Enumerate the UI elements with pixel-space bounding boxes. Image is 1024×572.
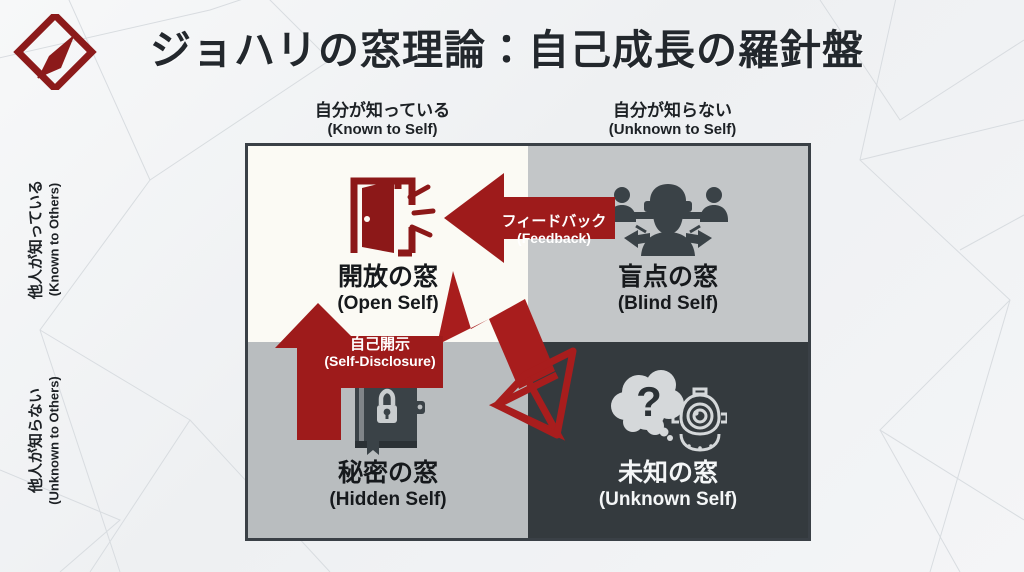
- quadrant-hidden-self-en: (Hidden Self): [329, 488, 447, 510]
- quadrant-hidden-self-jp: 秘密の窓: [337, 459, 438, 488]
- arrow-label-feedback-jp: フィードバック: [501, 213, 607, 230]
- arrow-label-self-disclosure-jp: 自己開示: [349, 336, 410, 353]
- arrow-label-feedback: フィードバック (Feedback): [499, 213, 609, 246]
- column-header-unknown-to-self: 自分が知らない (Unknown to Self): [535, 100, 810, 140]
- quadrant-unknown-self: ?: [528, 342, 808, 538]
- svg-text:?: ?: [636, 378, 662, 425]
- quadrant-unknown-self-label: 未知の窓 (Unknown Self): [599, 459, 737, 511]
- row-header-unknown-to-others-en: (Unknown to Others): [46, 376, 62, 505]
- quadrant-open-self-en: (Open Self): [337, 292, 439, 314]
- quadrant-unknown-self-jp: 未知の窓: [617, 459, 718, 488]
- arrow-label-feedback-en: (Feedback): [517, 230, 591, 247]
- quadrant-blind-self-jp: 盲点の窓: [617, 263, 718, 292]
- quadrant-hidden-self-label: 秘密の窓 (Hidden Self): [329, 459, 446, 511]
- row-header-unknown-to-others: 他人が知らない (Unknown to Others): [28, 361, 63, 521]
- locked-diary-icon: [345, 369, 431, 457]
- open-door-icon: [340, 173, 436, 261]
- question-cloud-diving-helmet-icon: ?: [609, 369, 727, 457]
- arrow-label-self-disclosure-en: (Self-Disclosure): [324, 353, 436, 370]
- row-header-known-to-others-en: (Known to Others): [46, 182, 62, 297]
- row-header-unknown-to-others-jp: 他人が知らない: [27, 388, 45, 494]
- blindfolded-person-pointed-at-icon: [600, 173, 736, 261]
- quadrant-open-self-label: 開放の窓 (Open Self): [337, 263, 438, 315]
- quadrant-hidden-self: 秘密の窓 (Hidden Self): [248, 342, 528, 538]
- page-title: ジョハリの窓理論：自己成長の羅針盤: [150, 27, 864, 73]
- row-header-known-to-others-jp: 他人が知っている: [27, 179, 45, 300]
- column-header-known-to-self-en: (Known to Self): [327, 121, 438, 139]
- quadrant-unknown-self-en: (Unknown Self): [598, 488, 738, 510]
- quadrant-open-self: 開放の窓 (Open Self): [248, 146, 528, 342]
- quadrant-open-self-jp: 開放の窓: [337, 263, 438, 292]
- row-header-known-to-others: 他人が知っている (Known to Others): [28, 160, 63, 320]
- quadrant-blind-self-en: (Blind Self): [617, 292, 719, 314]
- column-header-known-to-self: 自分が知っている (Known to Self): [245, 100, 520, 140]
- diamond-pen-logo-icon: [13, 14, 97, 90]
- quadrant-blind-self-label: 盲点の窓 (Blind Self): [618, 263, 718, 315]
- column-header-known-to-self-jp: 自分が知っている: [314, 101, 451, 120]
- arrow-label-self-disclosure: 自己開示 (Self-Disclosure): [320, 336, 440, 369]
- column-header-unknown-to-self-jp: 自分が知らない: [613, 101, 732, 120]
- column-header-unknown-to-self-en: (Unknown to Self): [608, 121, 737, 139]
